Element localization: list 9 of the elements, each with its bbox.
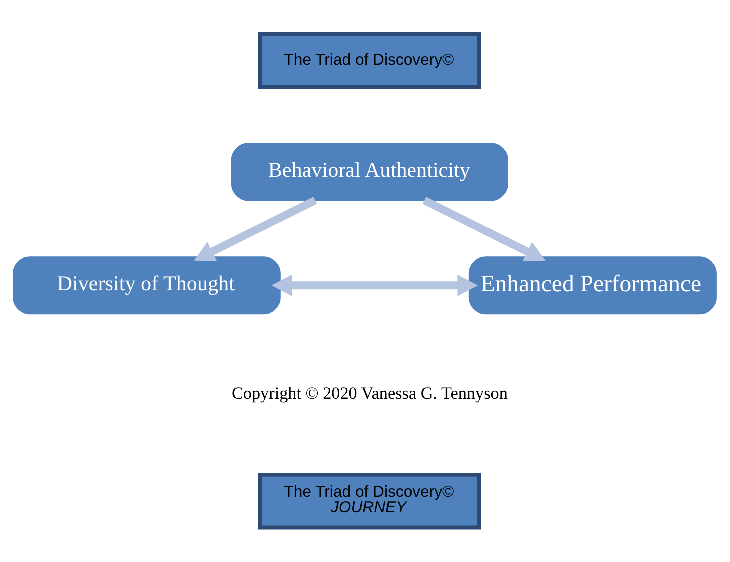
node-box: Enhanced Performance	[468, 256, 717, 315]
node-box: Behavioral Authenticity	[231, 143, 508, 202]
arrow	[422, 197, 546, 262]
arrow	[194, 197, 318, 262]
node-box: The Triad of Discovery©	[258, 32, 482, 90]
node-box: The Triad of Discovery© JOURNEY	[258, 472, 482, 530]
node-box: Diversity of Thought	[13, 256, 281, 315]
arrow	[272, 274, 478, 296]
label: Copyright © 2020 Vanessa G. Tennyson	[232, 384, 508, 403]
